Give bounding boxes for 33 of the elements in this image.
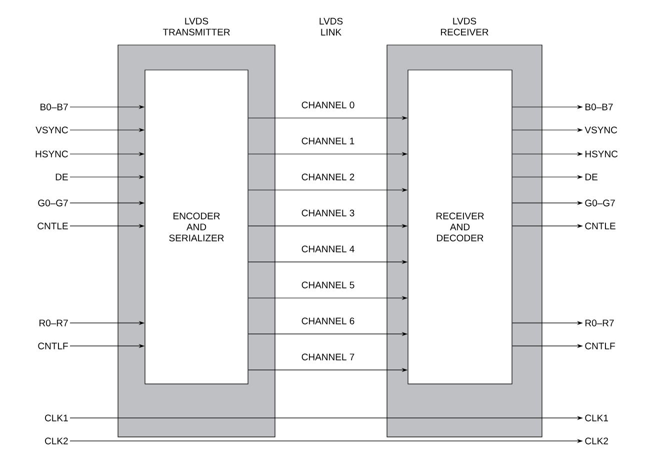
link-heading: LVDS LINK: [320, 18, 343, 36]
edge-label: CHANNEL 3: [300, 208, 356, 218]
signal-name: HSYNC: [36, 150, 68, 158]
edge-label: CHANNEL 5: [300, 280, 356, 290]
signal-name: CLK2: [585, 438, 608, 444]
edge-label: CHANNEL 6: [300, 316, 356, 326]
signal-name: G0–G7: [585, 200, 615, 206]
signal-name: CNTLF: [38, 342, 68, 350]
signal-name: R0–R7: [40, 320, 68, 326]
signal-name: R0–R7: [585, 320, 614, 326]
signal-name: B0–B7: [585, 104, 613, 110]
signal-name: VSYNC: [584, 126, 618, 134]
signal-name: CNTLE: [38, 222, 68, 230]
edge-label: CHANNEL 1: [300, 136, 356, 146]
signal-name: DE: [585, 174, 598, 180]
signal-name: B0–B7: [40, 104, 68, 110]
signal-name: CLK2: [45, 438, 68, 444]
signal-name: VSYNC: [36, 126, 68, 134]
edge-label: CHANNEL 0: [300, 100, 356, 110]
signal-name: CNTLF: [585, 342, 615, 350]
signal-name: CLK1: [585, 414, 608, 422]
edge-label: CHANNEL 7: [300, 352, 356, 362]
edge-label: CHANNEL 2: [300, 172, 356, 182]
edge-label: CHANNEL 4: [300, 244, 356, 254]
signal-name: HSYNC: [585, 150, 618, 158]
signal-name: DE: [56, 174, 68, 180]
signal-name: CNTLE: [585, 222, 616, 230]
signal-name: CLK1: [45, 414, 68, 422]
module-heading: LVDS TRANSMITTER: [162, 18, 230, 36]
signal-name: G0–G7: [38, 200, 68, 206]
function-block: RECEIVER AND DECODER: [408, 70, 512, 384]
module-heading: LVDS RECEIVER: [441, 18, 488, 36]
function-block: ENCODER AND SERIALIZER: [144, 70, 248, 384]
